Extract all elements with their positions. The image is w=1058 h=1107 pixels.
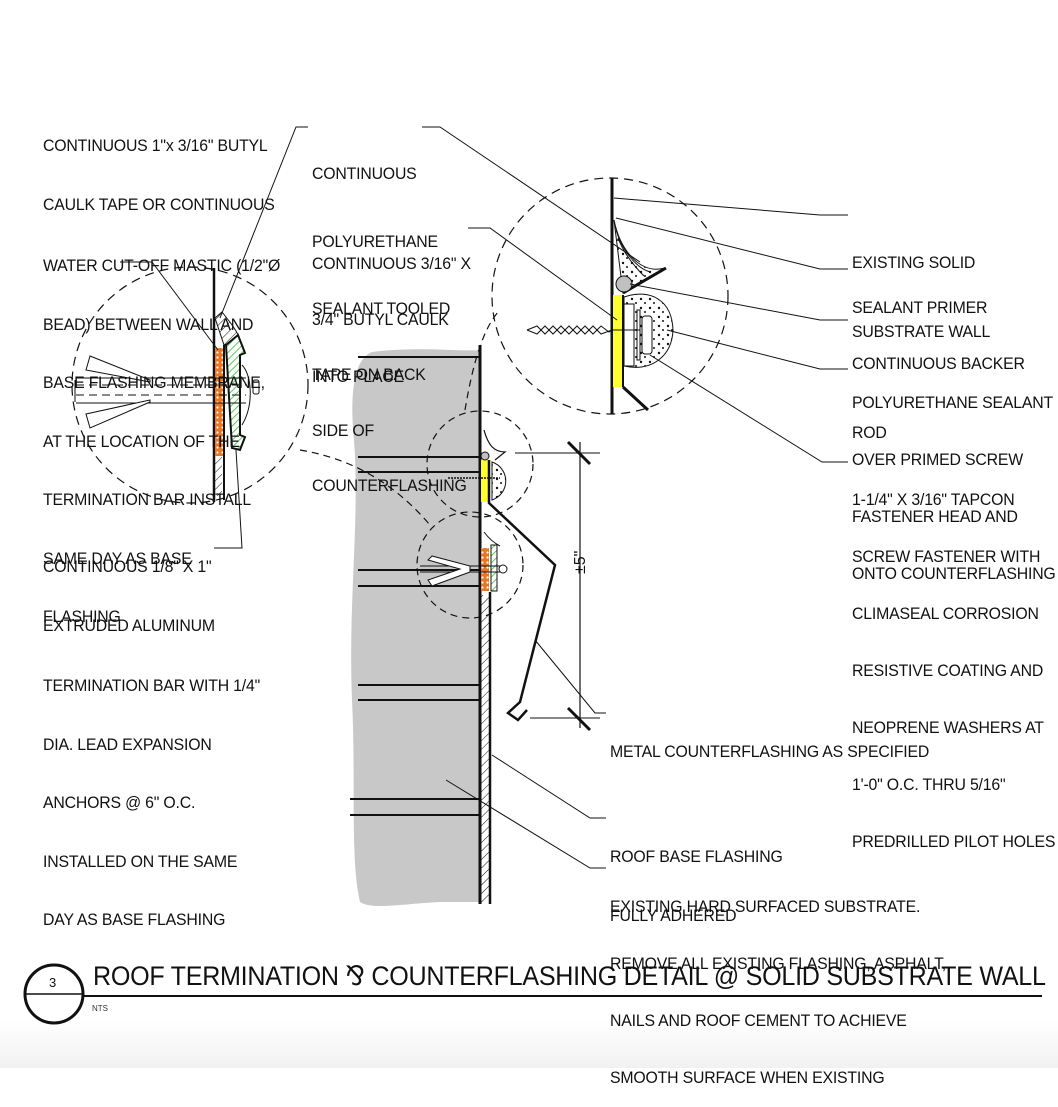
note-backer-rod: CONTINUOUS BACKER ROD	[852, 307, 1025, 468]
note-line: FASTENER HEAD AND	[852, 508, 1018, 526]
note-existing-wall: EXISTING SOLID SUBSTRATE WALL	[852, 206, 990, 367]
note-line: BEAD) BETWEEN WALL AND	[43, 315, 254, 334]
note-line: INSTALLED ON THE SAME	[43, 852, 238, 871]
note-line: ANCHORS @ 6" O.C.	[43, 794, 196, 812]
note-roof-base-flashing: ROOF BASE FLASHING FULLY ADHERED	[610, 809, 783, 946]
enlarged-termination-detail	[71, 266, 309, 504]
note-line: POLYURETHANE SEALANT	[852, 394, 1053, 412]
detail-drawing	[23, 126, 1042, 1025]
note-line: 3/4" BUTYL CAULK	[312, 310, 449, 329]
note-line: EXISTING HARD SURFACED SUBSTRATE.	[610, 898, 921, 916]
note-line: PREDRILLED PILOT HOLES	[852, 833, 1056, 851]
dimension-line	[515, 440, 600, 732]
callout-circle-lower	[416, 511, 524, 619]
note-line: EXTRUDED ALUMINUM	[43, 616, 215, 635]
note-line: TERMINATION BAR INSTALL	[43, 491, 251, 509]
note-line: SEALANT PRIMER	[852, 299, 988, 317]
title-block	[23, 963, 1042, 1025]
note-line: OVER PRIMED SCREW	[852, 451, 1023, 469]
note-line: CONTINUOUS 1"x 3/16" BUTYL	[43, 137, 268, 155]
note-line: SAME DAY AS BASE	[43, 549, 192, 568]
note-sealant-primer: SEALANT PRIMER	[852, 260, 987, 338]
note-metal-counterflashing: METAL COUNTERFLASHING AS SPECIFIED	[610, 704, 929, 782]
callout-circle-upper	[426, 410, 534, 518]
detail-number: 3	[49, 975, 57, 990]
roof-base-flashing	[481, 592, 492, 904]
note-line: CLIMASEAL CORROSION	[852, 605, 1039, 623]
note-line: SEALANT TOOLED	[312, 300, 451, 318]
note-line: WATER CUT-OFF MASTIC (1/2"Ø	[43, 257, 281, 275]
note-line: SCREW FASTENER WITH	[852, 548, 1041, 566]
note-sealant-over-screw: POLYURETHANE SEALANT OVER PRIMED SCREW F…	[852, 356, 1056, 603]
note-line: AT THE LOCATION OF THE	[43, 432, 240, 451]
drawing-title: ROOF TERMINATION ⅋ COUNTERFLASHING DETAI…	[93, 961, 1046, 991]
note-butyl-caulk-tape: CONTINUOUS 1"x 3/16" BUTYL CAULK TAPE OR…	[43, 98, 280, 647]
note-line: CONTINUOUS	[312, 165, 417, 183]
note-line: POLYURETHANE	[312, 232, 438, 251]
note-line: DAY AS BASE FLASHING	[43, 911, 226, 929]
note-line: SMOOTH SURFACE WHEN EXISTING	[610, 1069, 885, 1087]
note-line: CAULK TAPE OR CONTINUOUS	[43, 195, 275, 214]
note-line: INTO PLACE	[312, 367, 404, 386]
note-line: NEOPRENE WASHERS AT	[852, 719, 1044, 737]
note-polyurethane-sealant-tooled: CONTINUOUS POLYURETHANE SEALANT TOOLED I…	[312, 118, 450, 411]
note-line: BASE FLASHING MEMBRANE,	[43, 374, 265, 392]
note-line: METAL COUNTERFLASHING AS SPECIFIED	[610, 743, 930, 761]
note-termination-bar: CONTINUOUS 1/8" X 1" EXTRUDED ALUMINUM T…	[43, 519, 260, 950]
note-tapcon-screw: 1-1/4" X 3/16" TAPCON SCREW FASTENER WIT…	[852, 453, 1055, 871]
note-line: RESISTIVE COATING AND	[852, 662, 1044, 680]
note-line: TAPE ON BACK	[312, 366, 426, 384]
note-line: ROOF BASE FLASHING	[610, 848, 783, 866]
note-line: FULLY ADHERED	[610, 906, 737, 925]
note-line: CONTINUOUS BACKER	[852, 355, 1025, 373]
note-line: CONTINUOUS 1/8" X 1"	[43, 558, 212, 576]
note-line: TERMINATION BAR WITH 1/4"	[43, 677, 261, 695]
note-line: EXISTING SOLID	[852, 254, 976, 272]
scale-label: NTS	[92, 1004, 108, 1013]
note-line: 1-1/4" X 3/16" TAPCON	[852, 491, 1015, 509]
leader-lines	[120, 126, 848, 869]
note-line: ROD	[852, 424, 887, 442]
note-line: COUNTERFLASHING	[312, 477, 467, 495]
dimension-label: ±5"	[572, 550, 589, 574]
note-line: NAILS AND ROOF CEMENT TO ACHIEVE	[610, 1012, 907, 1030]
note-line: DIA. LEAD EXPANSION	[43, 735, 212, 754]
note-line: SIDE OF	[312, 421, 375, 440]
counterflashing-small	[448, 429, 557, 722]
note-butyl-tape-counterflashing: CONTINUOUS 3/16" X 3/4" BUTYL CAULK TAPE…	[312, 218, 471, 514]
substrate-wall	[350, 345, 482, 907]
note-line: SUBSTRATE WALL	[852, 323, 991, 341]
enlarged-counterflashing-detail	[491, 177, 729, 415]
note-line: CONTINUOUS 3/16" X	[312, 255, 471, 273]
termination-bar-small	[420, 531, 508, 592]
note-line: FLASHING	[43, 608, 121, 626]
note-line: REMOVE ALL EXISTING FLASHING, ASPHALT,	[610, 955, 947, 973]
note-line: 1'-0" O.C. THRU 5/16"	[852, 776, 1006, 794]
note-line: ONTO COUNTERFLASHING	[852, 565, 1056, 583]
